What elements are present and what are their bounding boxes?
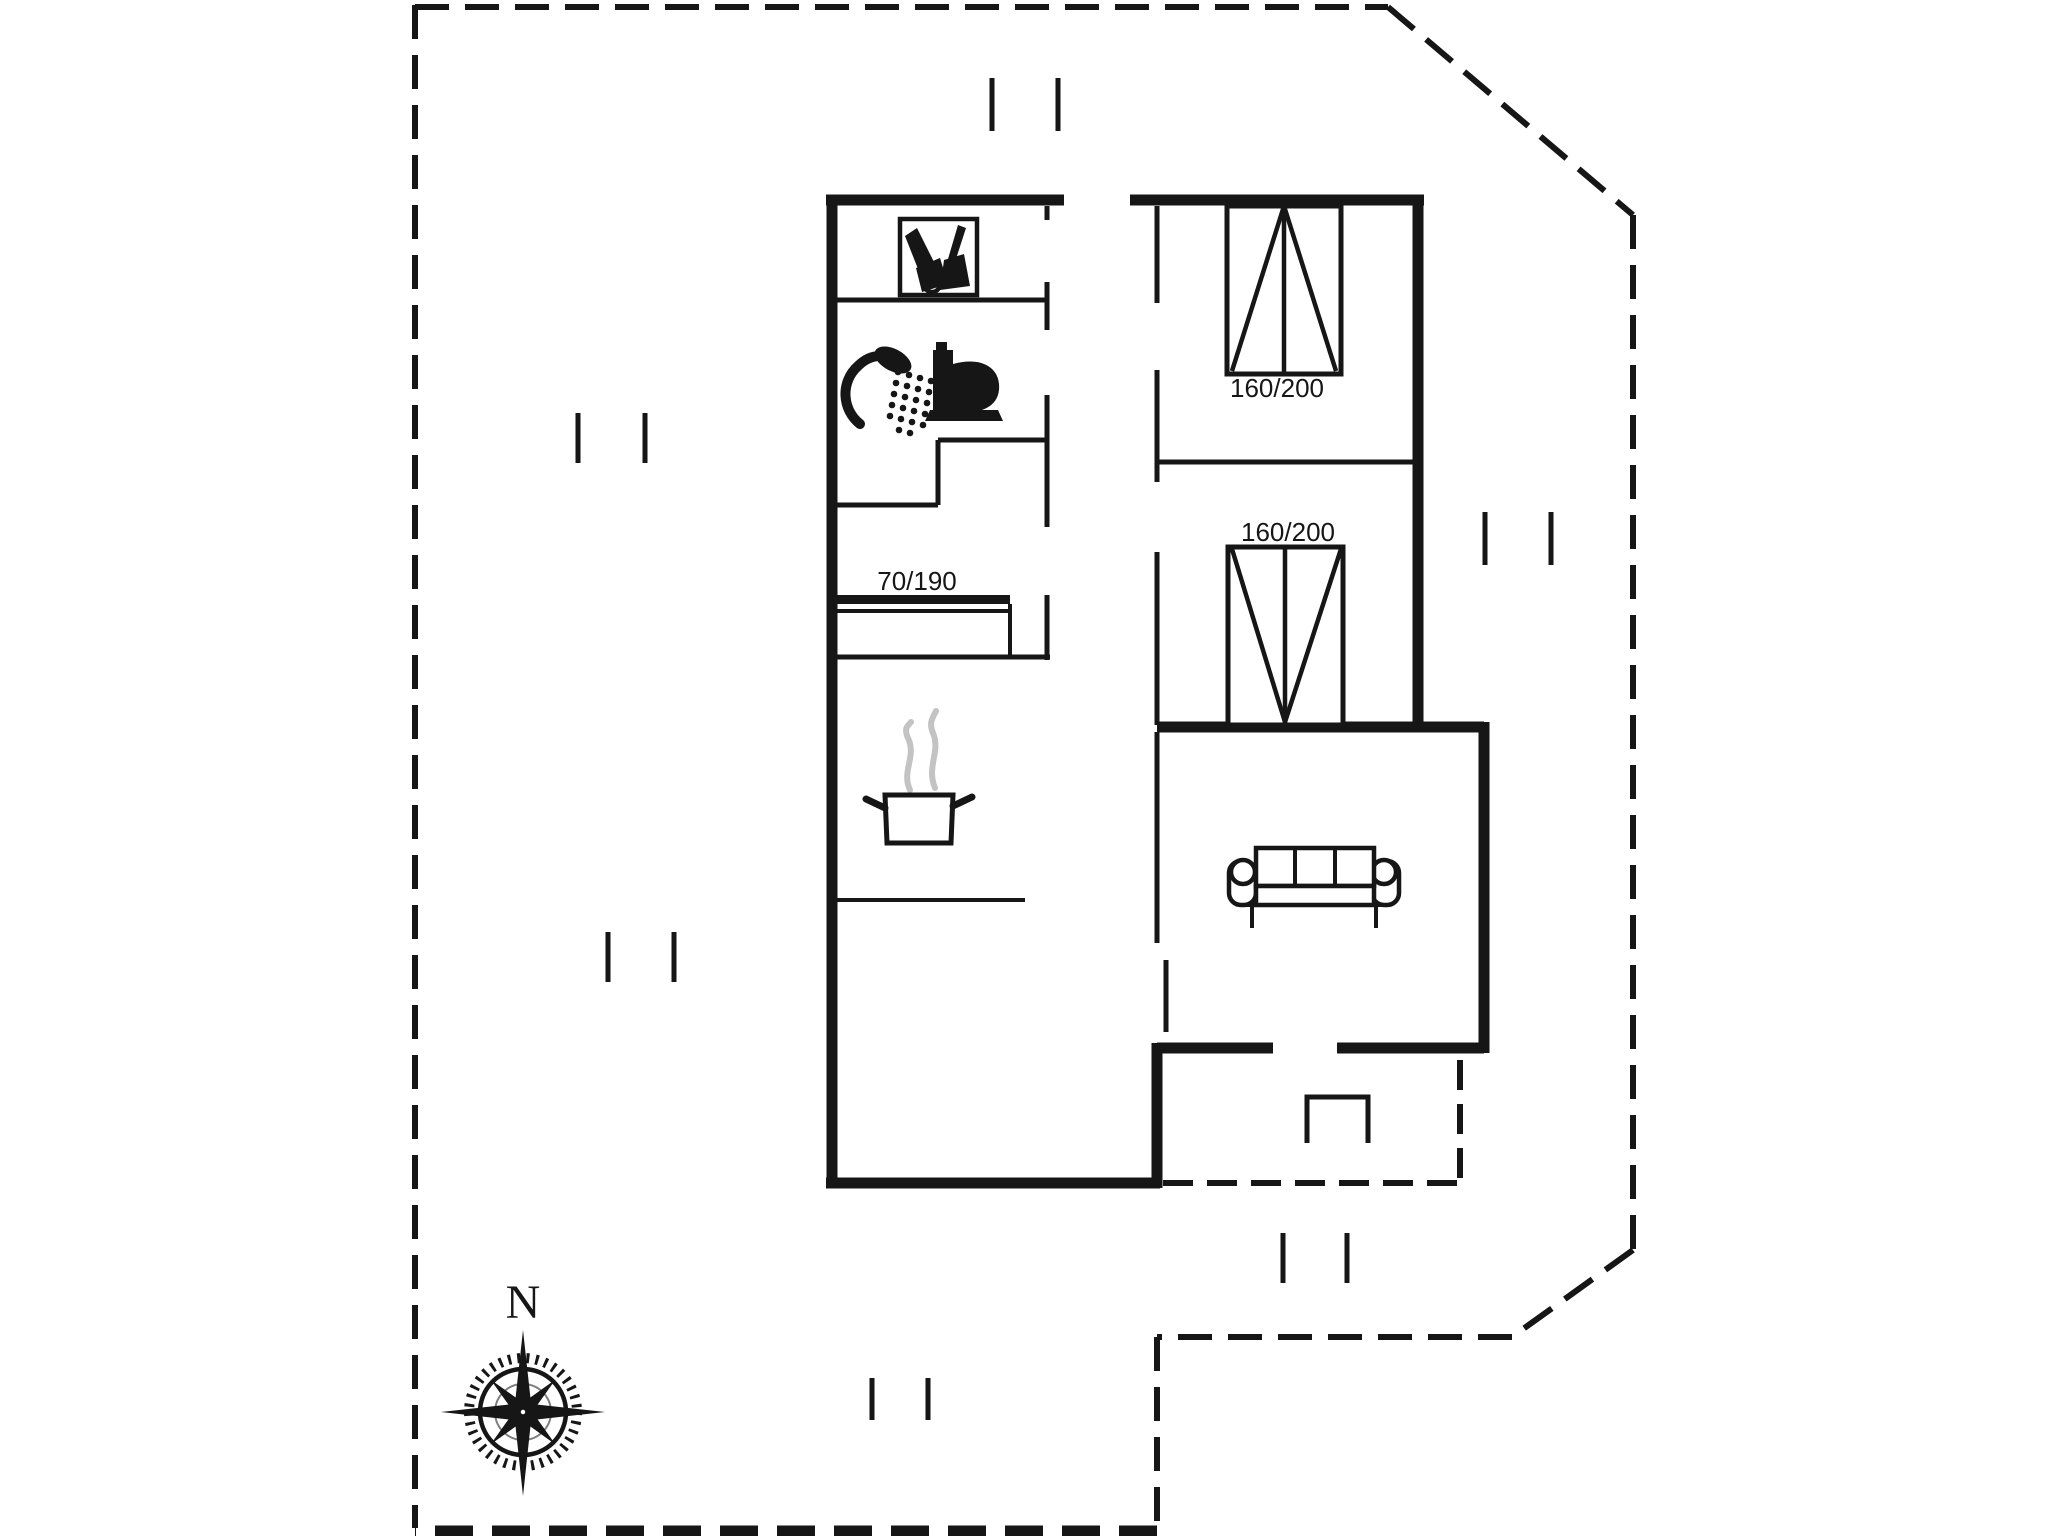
toilet-icon (925, 342, 1003, 421)
needle-west (441, 1403, 523, 1421)
bed-duvet-line (1229, 205, 1287, 372)
hose-ring (921, 273, 943, 295)
terrace-step (1304, 1094, 1371, 1143)
sofa-cushions (1253, 845, 1377, 889)
window-mark-icon (605, 932, 677, 982)
north-label: N (506, 1276, 541, 1329)
window-mark-icon (869, 1378, 931, 1420)
compass-rose-icon: N (441, 1276, 605, 1496)
bed-size-label: 160/200 (1230, 373, 1324, 403)
double-bed-middle: 160/200 (1225, 517, 1346, 728)
needle-nw (490, 1379, 521, 1410)
broom-head (940, 254, 970, 290)
pot-handle-left (862, 795, 889, 812)
needle-sw (490, 1414, 521, 1445)
steam-wisp (903, 719, 914, 793)
shower-head (874, 346, 912, 374)
cooking-pot-icon (862, 708, 976, 846)
shower-spray-dots (886, 368, 935, 437)
toilet-bowl (953, 361, 1000, 413)
interior-walls (832, 206, 1418, 1143)
window-mark-icon (989, 78, 1061, 131)
broom-handle (948, 225, 966, 262)
toilet-tank (933, 350, 953, 412)
compass-hub (516, 1405, 530, 1419)
single-bed: 70/190 (832, 566, 1012, 657)
pot-handle-right (949, 793, 976, 810)
needle-ne (525, 1379, 556, 1410)
boundary-top-right-diagonal (1386, 4, 1635, 218)
double-bed-top: 160/200 (1224, 203, 1344, 403)
shower-hose (840, 351, 893, 429)
vacuum-handle (905, 228, 936, 274)
sofa-arm-left-roll (1228, 857, 1258, 887)
shower-icon (840, 346, 935, 437)
window-marks (575, 78, 1554, 1420)
bed-duvet-line (1282, 548, 1344, 723)
window-mark-icon (575, 413, 648, 463)
cleaning-equipment-icon (897, 216, 980, 298)
needle-east (523, 1403, 605, 1421)
window-mark-icon (1280, 1233, 1350, 1283)
bed-head-bar (832, 595, 1010, 604)
pot-body (882, 792, 956, 846)
bed-size-label: 70/190 (877, 566, 957, 596)
property-boundary (412, 4, 1636, 1536)
boundary-bottom-right-diagonal (1510, 1247, 1635, 1340)
toilet-base (925, 410, 1003, 421)
toilet-button (936, 342, 947, 352)
bed-duvet-line (1281, 205, 1339, 372)
steam-wisp (928, 708, 939, 791)
window-mark-icon (1482, 512, 1554, 565)
sofa-seat (1253, 883, 1377, 908)
terrace-boundary (1163, 1060, 1463, 1186)
bed-size-label: 160/200 (1241, 517, 1335, 547)
needle-south (514, 1412, 532, 1496)
bed-duvet-line (1229, 548, 1288, 723)
needle-north (514, 1330, 532, 1412)
needle-se (525, 1414, 556, 1445)
sofa-icon (1226, 845, 1402, 928)
